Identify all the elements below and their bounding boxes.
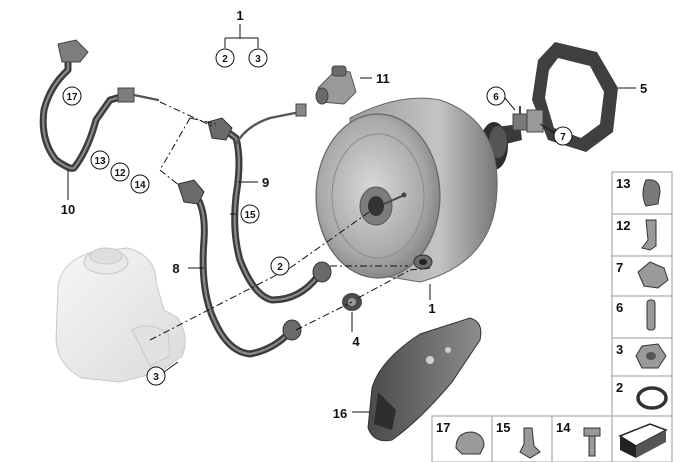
svg-text:9: 9 [262,175,269,190]
group-bracket-1 [224,24,259,48]
svg-text:10: 10 [61,202,75,217]
callout-3-bottom: 3 [146,366,166,386]
svg-text:3: 3 [153,372,159,383]
legend-label-2: 2 [616,380,623,395]
svg-text:2: 2 [277,262,283,273]
holder-clip-icon [519,427,541,459]
svg-text:11: 11 [376,71,390,86]
callout-17: 17 [62,86,82,106]
pointer-sign-icon [618,423,668,458]
spring-clip-icon [637,261,669,289]
callout-13: 13 [90,150,110,170]
legend-label-7: 7 [616,260,623,275]
svg-text:5: 5 [640,81,647,96]
legend-label-6: 6 [616,300,623,315]
callout-6: 6 [486,86,506,106]
svg-text:3: 3 [255,54,261,65]
svg-text:14: 14 [134,180,146,191]
callout-3-top: 3 [248,48,268,68]
callout-16: 16 [333,406,347,421]
svg-text:17: 17 [66,92,78,103]
callout-2-top: 2 [215,48,235,68]
bracket-icon [641,219,657,251]
svg-text:1: 1 [236,8,243,23]
svg-text:16: 16 [333,406,347,421]
svg-text:4: 4 [352,334,360,349]
callout-1-bottom: 1 [428,301,435,316]
legend-right [611,171,673,417]
gasket-part-5 [532,42,618,152]
hose-clamp-icon [455,431,485,455]
callout-4: 4 [352,334,360,349]
pin-icon [646,299,656,331]
clevis-part-6-7 [512,106,544,133]
svg-text:12: 12 [114,168,126,179]
callout-11: 11 [376,71,390,86]
bracket-part-16 [367,317,482,442]
callout-10: 10 [61,202,75,217]
callout-12: 12 [110,162,130,182]
vacuum-hose-part-10 [39,39,160,172]
svg-text:8: 8 [172,261,179,276]
legend-label-3: 3 [616,342,623,357]
o-ring-icon [636,386,668,410]
callout-5: 5 [640,81,647,96]
callout-1-top: 1 [236,8,243,23]
leader-lines [67,77,636,413]
connection-lines [149,101,431,341]
brake-fluid-reservoir [55,247,186,383]
callout-15: 15 [240,204,260,224]
callout-14: 14 [130,174,150,194]
svg-text:2: 2 [222,54,228,65]
svg-text:7: 7 [560,132,566,143]
brake-booster [315,97,522,283]
legend-label-17: 17 [436,420,450,435]
legend-label-15: 15 [496,420,510,435]
callout-8: 8 [172,261,179,276]
legend-label-12: 12 [616,218,630,233]
legend-label-14: 14 [556,420,571,435]
callout-7: 7 [553,126,573,146]
legend-label-13: 13 [616,176,630,191]
svg-text:1: 1 [428,301,435,316]
hose-clip-icon [642,179,661,207]
svg-text:13: 13 [94,156,106,167]
vacuum-hose-part-9 [207,103,332,304]
vacuum-hose-part-8 [177,179,302,358]
svg-text:6: 6 [493,92,499,103]
callout-9: 9 [262,175,269,190]
svg-text:15: 15 [244,210,256,221]
legend-bottom [431,415,673,462]
pressure-sensor-part-11 [315,65,357,105]
callout-2-mid: 2 [270,256,290,276]
